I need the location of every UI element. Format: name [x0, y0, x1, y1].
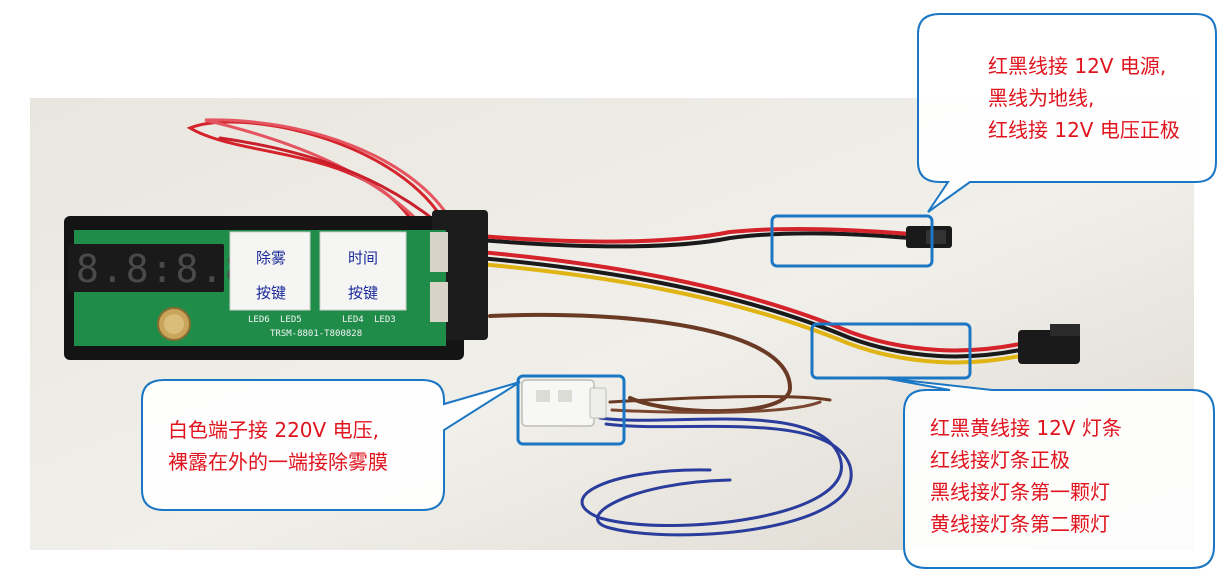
white-terminal — [521, 379, 607, 427]
time-button-label-line2: 按键 — [348, 284, 378, 302]
time-button-label-line1: 时间 — [348, 249, 378, 267]
defog-button-label-line2: 按键 — [256, 284, 286, 302]
callout-terminal-line-1: 白色端子接 220V 电压, — [168, 418, 379, 442]
power-wires — [478, 226, 912, 249]
callout-terminal-bubble — [141, 379, 521, 511]
callout-light-strip-text: 红黑黄线接 12V 灯条 红线接灯条正极 黑线接灯条第一颗灯 黄线接灯条第二颗灯 — [930, 412, 1122, 540]
callout-light-strip-line-4: 黄线接灯条第二颗灯 — [930, 512, 1110, 536]
blue-wire-loop — [580, 416, 853, 537]
pcb-model-text: TRSM-8801-T800828 — [270, 329, 362, 339]
pcb-header-top — [430, 232, 448, 272]
defog-button-label-line1: 除雾 — [256, 249, 286, 267]
callout-power-line-1: 红黑线接 12V 电源, — [988, 54, 1167, 78]
display-digits: 8.8:8.8 — [76, 247, 250, 291]
highlight-white-terminal — [516, 374, 626, 446]
light-strip-connector — [1018, 330, 1080, 364]
callout-power-line-2: 黑线为地线, — [988, 86, 1095, 110]
callout-light-strip-line-1: 红黑黄线接 12V 灯条 — [930, 416, 1122, 440]
device-housing: 8.8:8.8 除雾 按键 时间 按键 LED6 LED5 LED4 LED3 … — [64, 210, 488, 360]
callout-power-text: 红黑线接 12V 电源, 黑线为地线, 红线接 12V 电压正极 — [988, 50, 1180, 146]
defog-button — [229, 231, 311, 311]
pcb-header-bottom — [430, 282, 448, 322]
time-button — [319, 231, 407, 311]
callout-light-strip-bubble — [883, 377, 1215, 569]
callout-light-strip-line-2: 红线接灯条正极 — [930, 448, 1070, 472]
pcb-label-3: LED4 — [342, 315, 364, 325]
pcb-label-2: LED5 — [280, 315, 302, 325]
brown-wires — [488, 312, 832, 414]
callout-terminal-text: 白色端子接 220V 电压, 裸露在外的一端接除雾膜 — [168, 414, 388, 478]
callout-terminal-line-2: 裸露在外的一端接除雾膜 — [168, 450, 388, 474]
highlight-power-connector — [770, 214, 934, 268]
pcb-label-1: LED6 — [248, 315, 270, 325]
callout-power-line-3: 红线接 12V 电压正极 — [988, 118, 1180, 142]
callout-power-bubble — [917, 13, 1217, 213]
seven-segment-display — [68, 244, 224, 292]
light-strip-connector-pins — [1050, 324, 1080, 336]
pcb-label-4: LED3 — [374, 315, 396, 325]
callout-light-strip-line-3: 黑线接灯条第一颗灯 — [930, 480, 1110, 504]
red-black-wire-loop — [186, 118, 450, 230]
